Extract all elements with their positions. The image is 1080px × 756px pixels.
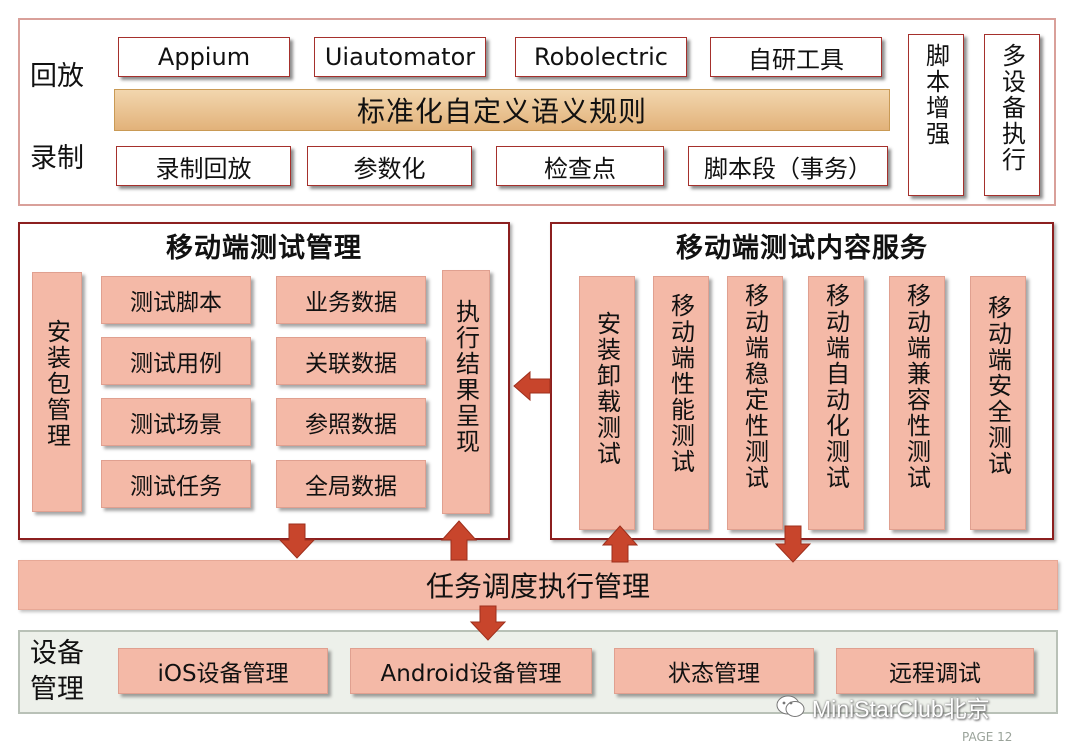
content-item-automation-text: 移动端自动化测试 [821,283,850,491]
script-enhance-box: 脚本增强 [908,34,964,196]
tool-appium: Appium [118,37,290,77]
content-item-security: 移动端安全测试 [970,276,1026,530]
content-item-install-uninstall: 安装卸载测试 [579,276,635,530]
semantic-rule-bar: 标准化自定义语义规则 [114,89,890,131]
script-enhance-text: 脚本增强 [921,43,950,147]
record-item-playback: 录制回放 [116,146,291,186]
exec-result-text: 执行结果呈现 [451,299,480,455]
mgmt-item-related-data: 关联数据 [276,337,426,385]
device-item-android: Android设备管理 [350,648,592,694]
record-item-checkpoint: 检查点 [496,146,664,186]
arrow-scheduler-up-to-content-icon [601,525,639,563]
watermark-text: MiniStarClub北京 [812,696,990,722]
content-item-automation: 移动端自动化测试 [808,276,864,530]
content-item-compatibility-text: 移动端兼容性测试 [902,283,931,491]
mgmt-item-test-scenario: 测试场景 [101,398,251,446]
tool-in-house: 自研工具 [710,37,882,77]
mgmt-item-reference-data: 参照数据 [276,398,426,446]
content-item-install-uninstall-text: 安装卸载测试 [592,311,621,467]
device-item-ios: iOS设备管理 [118,648,328,694]
record-item-parameterize: 参数化 [307,146,472,186]
task-scheduler-bar: 任务调度执行管理 [18,560,1058,610]
content-item-performance: 移动端性能测试 [653,276,709,530]
multi-device-box: 多设备执行 [984,34,1040,196]
record-label: 录制 [30,143,84,174]
wechat-icon [776,695,805,717]
mgmt-item-test-task: 测试任务 [101,460,251,508]
mgmt-item-global-data: 全局数据 [276,460,426,508]
content-item-stability: 移动端稳定性测试 [727,276,783,530]
mgmt-item-test-case: 测试用例 [101,337,251,385]
exec-result-box: 执行结果呈现 [442,270,490,514]
record-item-script-segment: 脚本段（事务） [688,146,888,186]
device-item-remote-debug: 远程调试 [836,648,1034,694]
device-label-text: 设备管理 [30,638,84,705]
mgmt-item-test-script: 测试脚本 [101,276,251,324]
multi-device-text: 多设备执行 [997,43,1026,173]
playback-label: 回放 [30,61,84,92]
arrow-scheduler-down-icon [469,605,507,641]
content-item-stability-text: 移动端稳定性测试 [740,283,769,491]
content-item-security-text: 移动端安全测试 [983,295,1012,477]
test-management-section [18,222,510,540]
content-item-compatibility: 移动端兼容性测试 [889,276,945,530]
device-item-status: 状态管理 [614,648,814,694]
test-management-title: 移动端测试管理 [166,233,362,264]
arrow-scheduler-up-to-results-icon [440,520,478,561]
mgmt-item-business-data: 业务数据 [276,276,426,324]
install-pkg-box: 安装包管理 [32,272,82,512]
page-number: PAGE 12 [962,730,1013,744]
tool-robolectric: Robolectric [515,37,687,77]
install-pkg-text: 安装包管理 [42,319,71,449]
device-label-1: 设备管理 [30,636,90,708]
arrow-content-down-icon [774,525,812,563]
watermark: MiniStarClub北京 [776,690,990,724]
test-content-title: 移动端测试内容服务 [676,233,928,264]
arrow-content-to-results-icon [513,370,551,402]
tool-uiautomator: Uiautomator [314,37,486,77]
arrow-mgmt-down-icon [278,523,316,559]
content-item-performance-text: 移动端性能测试 [666,293,695,475]
